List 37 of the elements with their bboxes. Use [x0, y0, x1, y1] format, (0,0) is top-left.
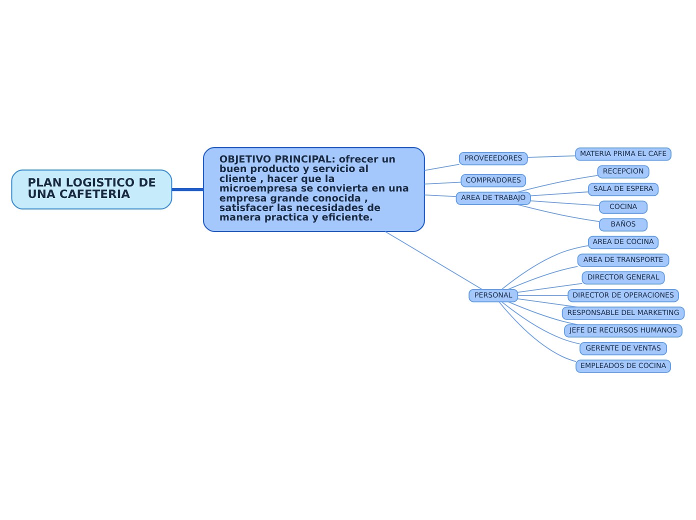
connector: [498, 301, 576, 362]
node-box: AREA DE TRABAJO: [456, 192, 531, 205]
node-box: AREA DE COCINA: [588, 236, 659, 250]
connector: [508, 301, 578, 326]
connector: [517, 283, 583, 293]
node-box: COMPRADORES: [460, 174, 526, 188]
node-box: SALA DE ESPERA: [588, 182, 659, 196]
connector: [508, 266, 578, 290]
node-box: EMPLEADOS DE COCINA: [576, 360, 672, 373]
connector: [517, 204, 600, 222]
connector: [424, 194, 457, 197]
connector: [172, 188, 204, 192]
node-box: JEFE DE RECURSOS HUMANOS: [564, 324, 683, 338]
node-box: RECEPCION: [597, 165, 650, 178]
node-box: RESPONSABLE DEL MARKETING: [562, 306, 685, 320]
node-box: PLAN LOGISTICO DE UNA CAFETERIA: [11, 170, 172, 210]
connector: [527, 155, 576, 158]
connector: [517, 295, 568, 296]
node-box: DIRECTOR GENERAL: [582, 271, 665, 285]
connector: [502, 302, 580, 344]
connector: [517, 174, 598, 193]
connector: [384, 231, 482, 290]
connector: [530, 200, 600, 206]
node-box: PROVEEEDORES: [458, 152, 528, 166]
connector: [424, 182, 462, 184]
node-box: GERENTE DE VENTAS: [580, 342, 668, 356]
node-box: OBJETIVO PRINCIPAL: ofrecer un buen producto y servicio al cliente , hacer que la microempresa se convierta en una empresa grande conocida , satisfacer las necesidades de manera practica y eficiente.: [202, 147, 425, 232]
node-box: DIRECTOR DE OPERACIONES: [568, 288, 679, 302]
node-box: MATERIA PRIMA EL CAFE: [575, 148, 672, 161]
connector: [502, 245, 589, 290]
node-box: COCINA: [599, 200, 648, 214]
node-box: BAÑOS: [599, 218, 648, 232]
node-box: PERSONAL: [468, 288, 518, 302]
connector: [424, 164, 460, 171]
connector: [530, 191, 589, 196]
connector: [517, 298, 578, 308]
node-box: AREA DE TRANSPORTE: [577, 254, 670, 267]
